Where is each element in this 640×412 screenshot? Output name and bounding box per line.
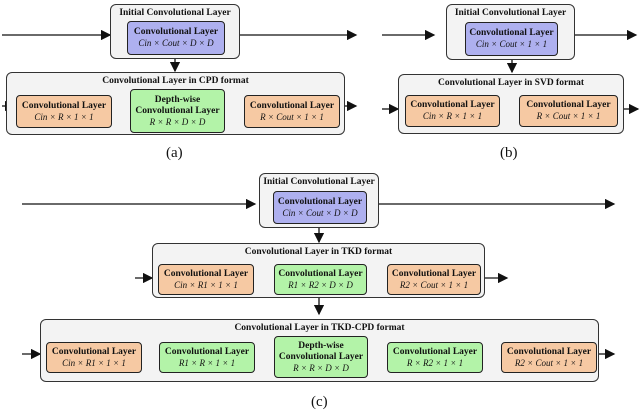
c-tkdcpd-block-3: Depth-wise Convolutional Layer R × R × D… [274,336,368,378]
c-tkd-title: Convolutional Layer in TKD format [244,247,393,257]
caption-c: (c) [311,394,328,410]
c-tkd-block-2: Convolutional Layer R1 × R2 × D × D [274,264,367,295]
caption-a: (a) [166,145,183,161]
b-svd-title: Convolutional Layer in SVD format [437,78,585,88]
c-tkdcpd-panel: Convolutional Layer in TKD-CPD format Co… [40,319,599,382]
a-initial-title: Initial Convolutional Layer [119,8,231,18]
b-initial-title: Initial Convolutional Layer [454,8,567,18]
b-initial-panel: Initial Convolutional Layer Convolutiona… [446,4,575,60]
c-tkdcpd-block-5: Convolutional Layer R2 × Cout × 1 × 1 [501,342,597,373]
b-svd-panel: Convolutional Layer in SVD format Convol… [398,74,624,134]
c-initial-title: Initial Convolutional Layer [263,177,375,187]
block-title: Convolutional Layer [133,27,219,38]
a-cpd-block-1: Convolutional Layer Cin × R × 1 × 1 [16,95,112,128]
a-cpd-block-3: Convolutional Layer R × Cout × 1 × 1 [244,95,340,128]
b-svd-block-2: Convolutional Layer R × Cout × 1 × 1 [519,95,618,127]
a-cpd-title: Convolutional Layer in CPD format [102,76,249,86]
a-initial-panel: Initial Convolutional Layer Convolutiona… [110,4,240,59]
a-cpd-block-2: Depth-wise Convolutional Layer R × R × D… [130,89,225,133]
c-initial-conv-block: Convolutional Layer Cin × Cout × D × D [273,191,367,224]
c-tkd-panel: Convolutional Layer in TKD format Convol… [152,243,485,298]
c-tkdcpd-block-1: Convolutional Layer Cin × R1 × 1 × 1 [46,342,142,373]
b-initial-conv-block: Convolutional Layer Cin × Cout × 1 × 1 [465,22,558,56]
c-tkd-block-1: Convolutional Layer Cin × R1 × 1 × 1 [158,264,254,295]
c-tkdcpd-block-2: Convolutional Layer R1 × R × 1 × 1 [159,342,255,373]
c-tkd-block-3: Convolutional Layer R2 × Cout × 1 × 1 [387,264,481,295]
caption-b: (b) [500,145,518,161]
a-initial-conv-block: Convolutional Layer Cin × Cout × D × D [127,21,225,55]
c-initial-panel: Initial Convolutional Layer Convolutiona… [259,173,379,228]
c-tkdcpd-block-4: Convolutional Layer R × R2 × 1 × 1 [387,342,483,373]
b-svd-block-1: Convolutional Layer Cin × R × 1 × 1 [405,95,500,127]
block-dims: Cin × Cout × D × D [138,38,214,49]
c-tkdcpd-title: Convolutional Layer in TKD-CPD format [234,323,405,333]
a-cpd-panel: Convolutional Layer in CPD format Convol… [6,72,345,135]
